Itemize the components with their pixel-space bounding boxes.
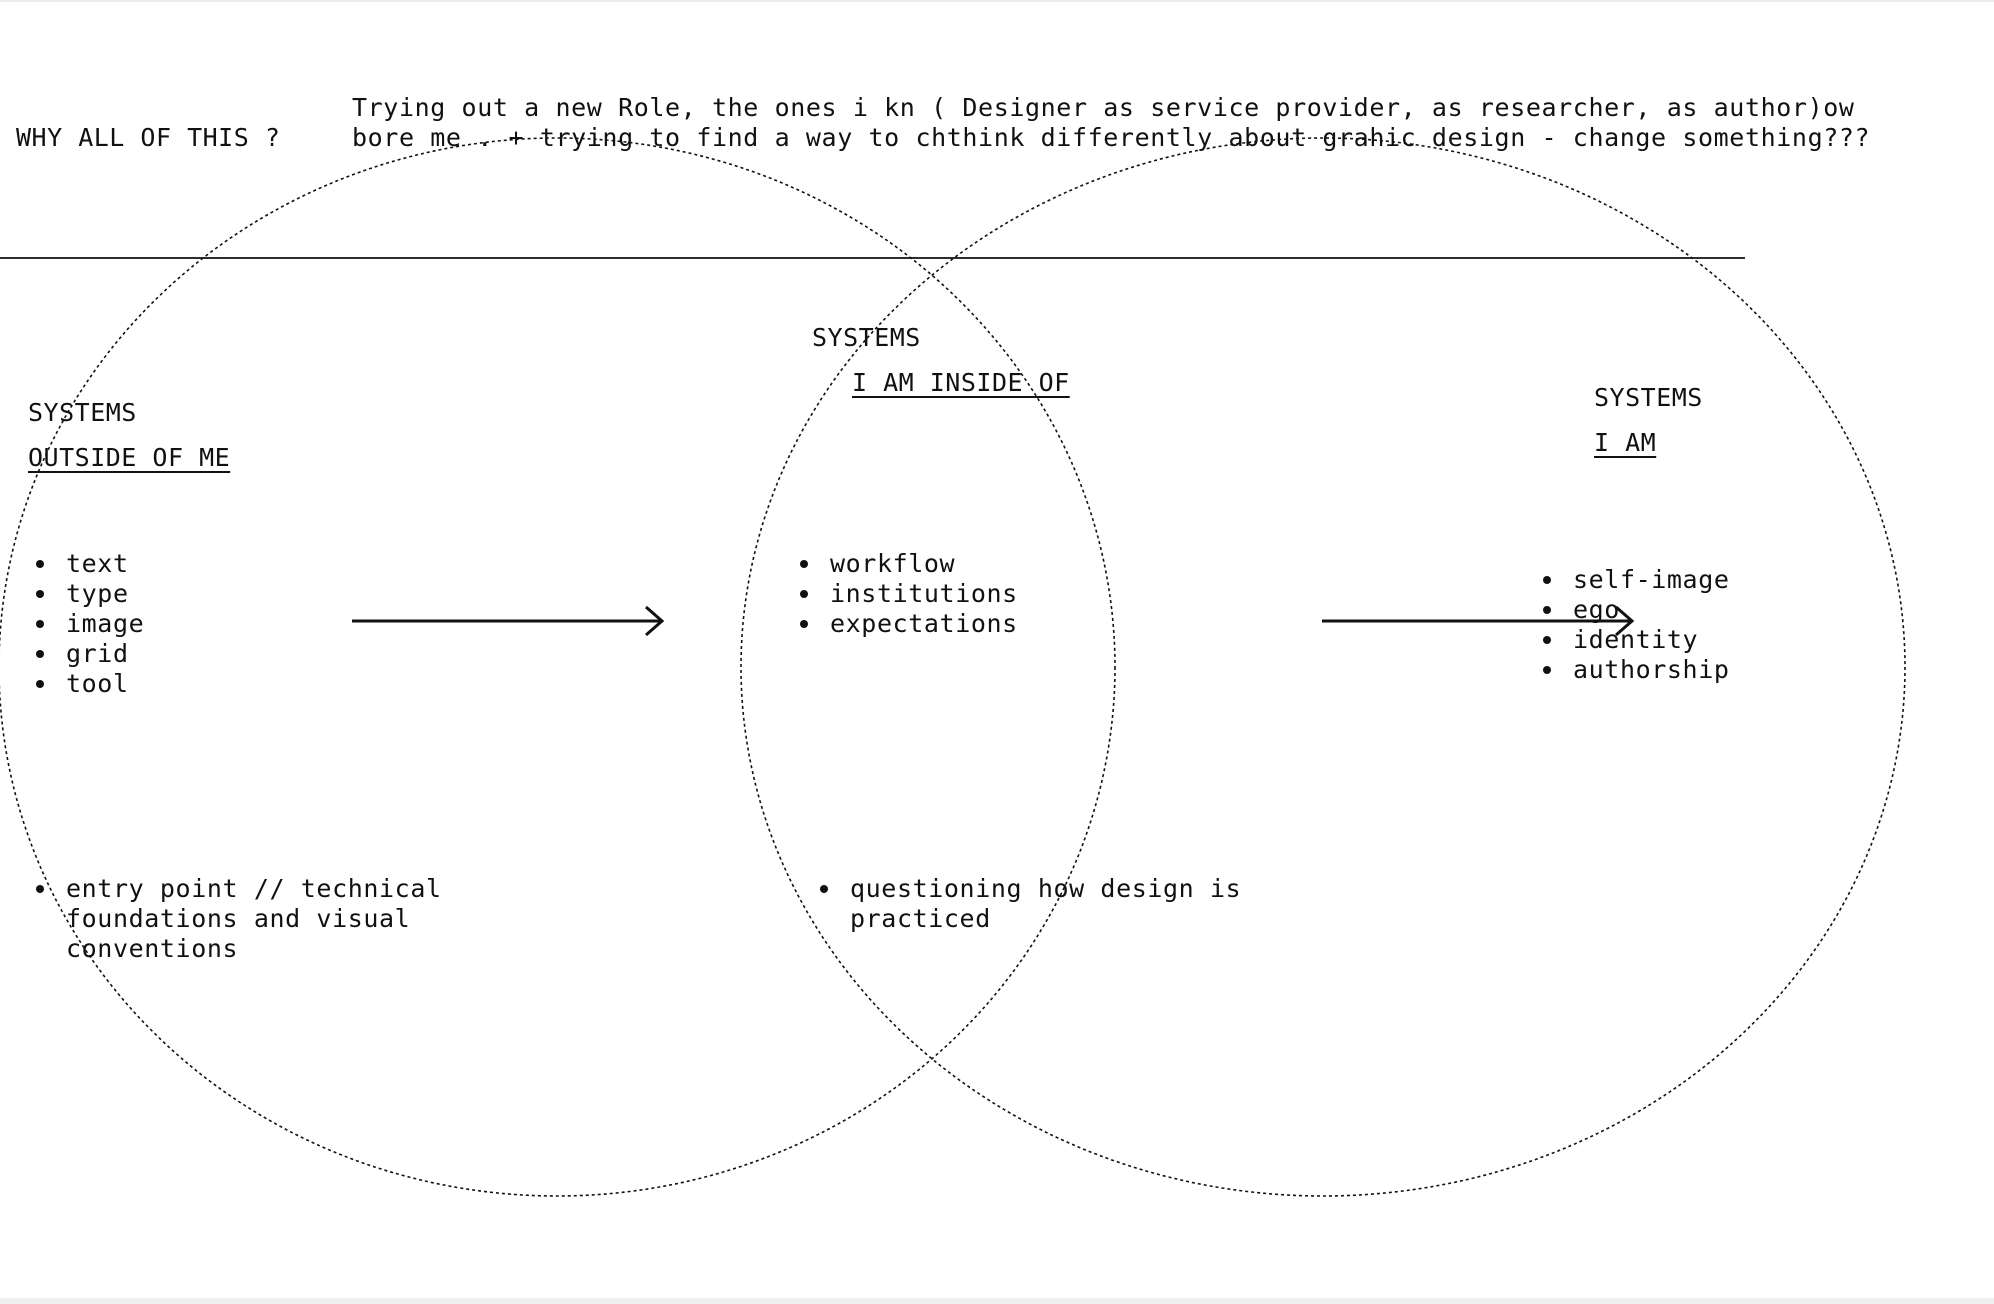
top-border	[0, 0, 1994, 2]
list-item: expectations	[792, 609, 1018, 639]
list-item: authorship	[1535, 655, 1730, 685]
list-item: institutions	[792, 579, 1018, 609]
list-item: ego	[1535, 595, 1730, 625]
inside-title: SYSTEMS	[812, 323, 921, 352]
list-item: grid	[28, 639, 144, 669]
left-circle	[0, 137, 1116, 1197]
inside-subtitle: I AM INSIDE OF	[852, 368, 1070, 397]
list-item: tool	[28, 669, 144, 699]
bottom-border	[0, 1298, 1994, 1304]
outside-title: SYSTEMS	[28, 398, 137, 427]
self-title: SYSTEMS	[1594, 383, 1703, 412]
inside-note-list: questioning how design is practiced	[812, 874, 1272, 934]
why-question: WHY ALL OF THIS ?	[16, 123, 281, 152]
inside-note: questioning how design is practiced	[812, 874, 1272, 934]
right-circle	[740, 137, 1906, 1197]
intro-text: Trying out a new Role, the ones i kn ( D…	[352, 93, 1871, 152]
list-item: identity	[1535, 625, 1730, 655]
arrow-center-to-right	[1322, 605, 1635, 637]
outside-list: text type image grid tool	[28, 549, 144, 699]
list-item: self-image	[1535, 565, 1730, 595]
outside-subtitle: OUTSIDE OF ME	[28, 443, 231, 472]
self-subtitle: I AM	[1594, 428, 1657, 457]
list-item: workflow	[792, 549, 1018, 579]
self-list: self-image ego identity authorship	[1535, 565, 1730, 685]
inside-list: workflow institutions expectations	[792, 549, 1018, 639]
list-item: text	[28, 549, 144, 579]
list-item: image	[28, 609, 144, 639]
outside-note-list: entry point // technical foundations and…	[28, 874, 468, 964]
list-item: type	[28, 579, 144, 609]
outside-note: entry point // technical foundations and…	[28, 874, 468, 964]
arrow-left-to-center	[352, 605, 665, 637]
